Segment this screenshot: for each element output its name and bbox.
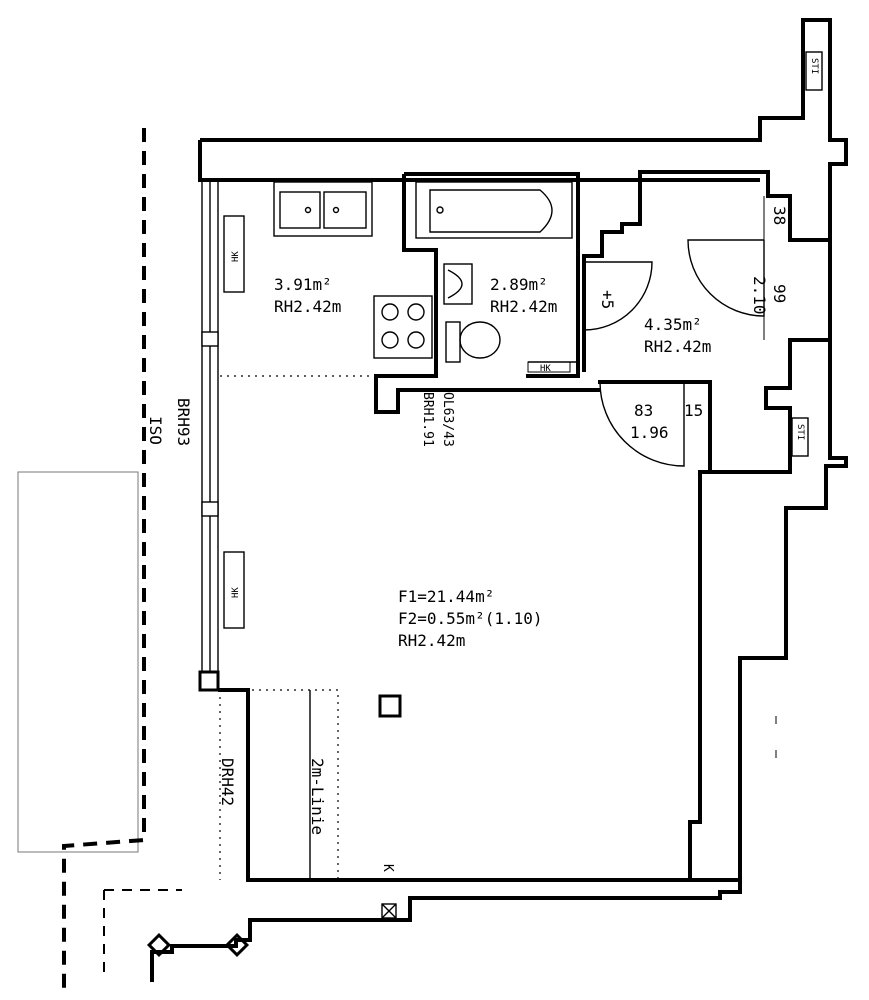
- door-living-height: 1.96: [630, 423, 669, 442]
- sti-label-top: STI: [809, 58, 819, 74]
- door-living-width: 83: [634, 401, 653, 420]
- door-hall-height: 2.10: [750, 276, 769, 315]
- opening-label: OL63/43: [440, 392, 455, 447]
- k-mark: K: [380, 864, 395, 872]
- sti-box-top: [805, 51, 823, 91]
- burner: [381, 303, 399, 321]
- bathtub-drain: [436, 206, 444, 214]
- hall-wall-top: [582, 170, 830, 372]
- door-living: [599, 381, 685, 467]
- opening-brh-label: BRH1.91: [420, 392, 435, 447]
- downpipe: [146, 932, 172, 958]
- toilet-bowl: [459, 321, 501, 359]
- sti-label-mid: STI: [795, 424, 805, 440]
- burner: [407, 331, 425, 349]
- washbasin: [443, 263, 473, 305]
- insulation-line: [62, 128, 146, 990]
- window-mullion: [201, 331, 219, 347]
- hk-label-kitchen: HK: [231, 251, 241, 262]
- drh-label: DRH42: [218, 758, 237, 806]
- window-wall: [201, 178, 219, 676]
- drain-box-cross: [381, 903, 397, 919]
- door-living-side: 15: [684, 401, 703, 420]
- hall-height: RH2.42m: [644, 337, 711, 356]
- living-area2: F2=0.55m²(1.10): [398, 609, 543, 628]
- door-hall-side: 38: [770, 206, 789, 225]
- drain-box: [381, 903, 397, 919]
- radiator-kitchen: [223, 215, 245, 293]
- washbasin-bowl: [447, 269, 463, 299]
- hk-label-living: HK: [231, 587, 241, 598]
- sti-box-mid: [791, 417, 809, 457]
- door-bath-width: +5: [598, 290, 617, 309]
- kitchen-counter: [273, 181, 373, 237]
- kitchen-height: RH2.42m: [274, 297, 341, 316]
- toilet-tank: [445, 321, 461, 363]
- sink-drain: [332, 206, 340, 214]
- living-height: RH2.42m: [398, 631, 465, 650]
- hk-label-bath: HK: [540, 364, 551, 374]
- door-hall-width: 99: [770, 284, 789, 303]
- column: [198, 670, 220, 692]
- door-hall: [687, 239, 765, 317]
- two-m-line-dotted: [252, 689, 339, 880]
- bath-radiator: [527, 361, 571, 373]
- iso-label: ISO: [146, 416, 165, 445]
- shaft: [378, 694, 402, 718]
- kitchen-area: 3.91m²: [274, 275, 332, 294]
- radiator-living: [223, 551, 245, 629]
- living-area1: F1=21.44m²: [398, 587, 494, 606]
- exterior-wall-left: [198, 140, 760, 182]
- exterior-wall: [150, 18, 848, 982]
- terrace-outline: [17, 471, 139, 853]
- bath-height: RH2.42m: [490, 297, 557, 316]
- hall-area: 4.35m²: [644, 315, 702, 334]
- burner: [407, 303, 425, 321]
- living-wall: [218, 380, 712, 882]
- terrace-dashed: [103, 889, 182, 980]
- sink-right: [323, 191, 367, 229]
- stove: [373, 295, 433, 359]
- door-bath: [583, 261, 653, 331]
- hall-wall: [710, 338, 830, 474]
- bath-area: 2.89m²: [490, 275, 548, 294]
- window-mullion: [201, 501, 219, 517]
- brh-window-label: BRH93: [174, 398, 193, 446]
- two-m-line-label: 2m-Linie: [308, 758, 327, 835]
- bath-inner-wall: [374, 174, 600, 414]
- bathtub-basin: [429, 189, 553, 233]
- bathtub: [415, 181, 573, 239]
- sink-drain: [304, 206, 312, 214]
- burner: [381, 331, 399, 349]
- sink-left: [279, 191, 321, 229]
- downpipe: [224, 932, 250, 958]
